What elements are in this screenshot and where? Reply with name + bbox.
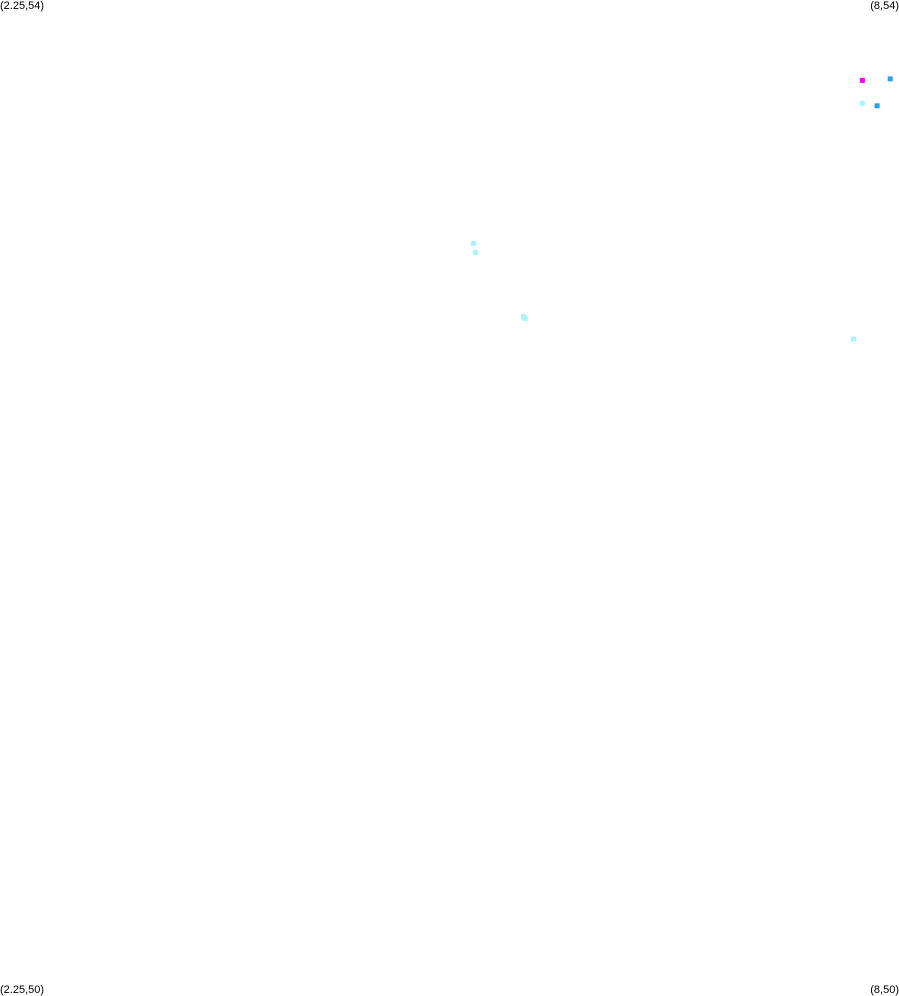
corner-label-top-right: (8,54)	[870, 0, 899, 12]
map-marker-3	[859, 100, 865, 106]
map-marker-9	[851, 336, 856, 342]
map-marker-8	[522, 316, 528, 322]
corner-label-bottom-right: (8,50)	[870, 984, 899, 996]
map-marker-4	[874, 103, 880, 109]
map-marker-2	[887, 76, 893, 82]
corner-label-bottom-left: (2.25,50)	[0, 984, 45, 996]
map-marker-5	[471, 241, 477, 246]
map-marker-1	[859, 77, 865, 83]
map-marker-6	[472, 250, 478, 255]
corner-label-top-left: (2.25,54)	[0, 0, 45, 12]
